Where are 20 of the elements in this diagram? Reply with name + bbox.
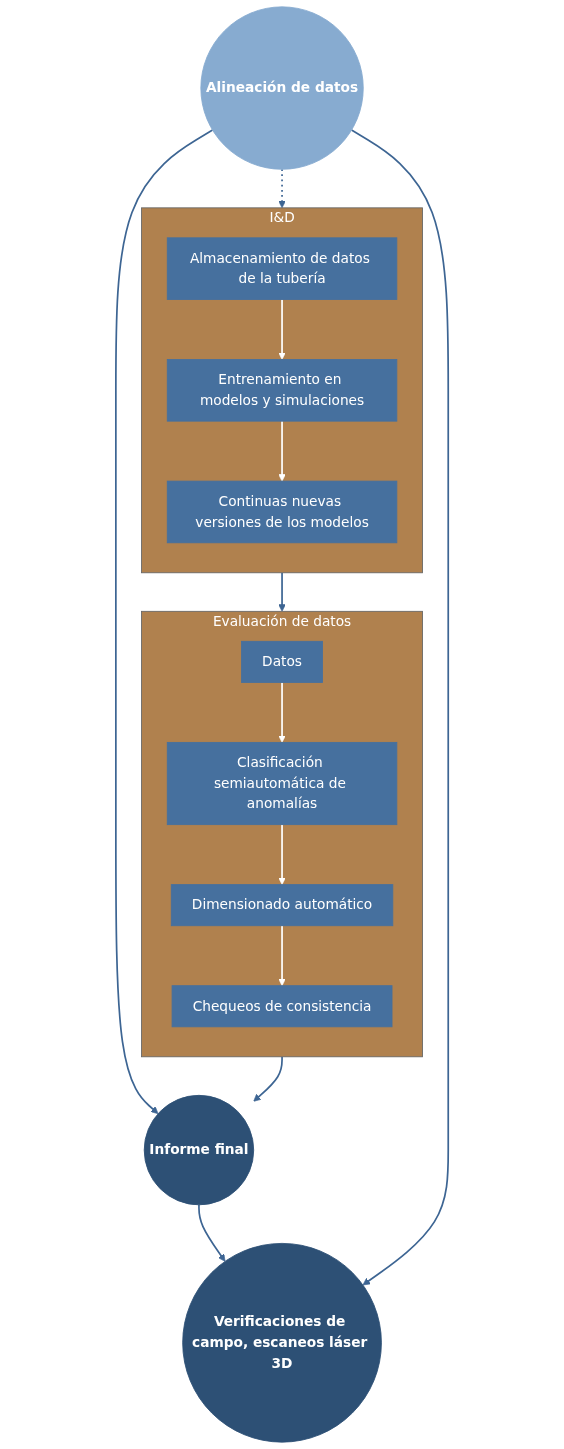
node-circle: Alineación de datos xyxy=(200,6,364,170)
node-box: Almacenamiento de datos de la tubería xyxy=(166,237,398,300)
node-box: Entrenamiento en modelos y simulaciones xyxy=(166,359,398,422)
arrow xyxy=(278,298,286,360)
node-box: Clasificación semiautomática de anomalías xyxy=(166,741,398,826)
arrow xyxy=(198,1203,226,1262)
node-box: Datos xyxy=(241,640,323,683)
node-circle: Informe final xyxy=(143,1094,255,1206)
arrow xyxy=(278,420,286,482)
node-box: Dimensionado automático xyxy=(170,884,394,927)
arrow xyxy=(278,823,286,885)
arrow xyxy=(278,681,286,743)
arrow xyxy=(278,571,286,612)
node-box: Continuas nuevas versiones de los modelos xyxy=(166,480,398,544)
node-circle: Verificaciones de campo, escaneos láser 3D xyxy=(182,1242,382,1443)
arrow xyxy=(350,129,450,1286)
arrow xyxy=(253,1055,283,1102)
arrow xyxy=(278,924,286,987)
arrow xyxy=(114,129,214,1114)
node-box: Chequeos de consistencia xyxy=(171,985,393,1028)
